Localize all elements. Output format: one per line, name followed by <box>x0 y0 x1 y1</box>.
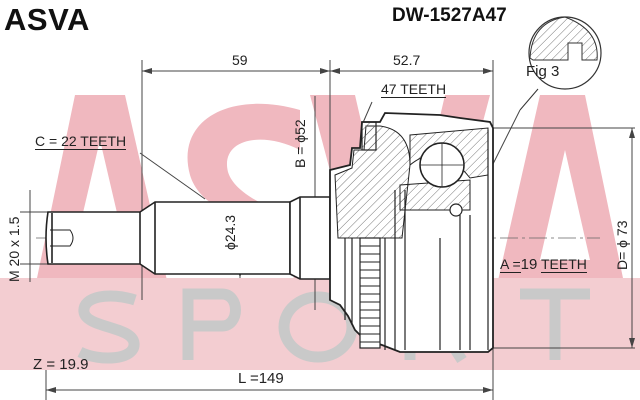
threaded-end <box>45 201 291 275</box>
fig3-detail <box>519 16 602 111</box>
part-number: DW-1527A47 <box>392 5 507 26</box>
dim-outer-diameter: D= ϕ 73 <box>614 220 630 270</box>
spline-a-value: 19 <box>520 256 538 273</box>
spline-a-suffix: TEETH <box>540 256 587 273</box>
dim-total-length: L =149 <box>238 370 284 387</box>
fig3-label: Fig 3 <box>526 63 560 80</box>
dim-boot-diameter: B = ϕ52 <box>292 119 308 168</box>
dim-spline-c: C = 22 TEETH <box>35 133 127 150</box>
dim-housing-length: 52.7 <box>393 52 421 68</box>
dim-z-length: Z = 19.9 <box>33 356 89 373</box>
outer-housing <box>329 112 494 353</box>
dim-spline-a: A =19 TEETH <box>500 256 587 273</box>
dim-shaft-length: 59 <box>232 52 248 68</box>
brand-logo: ASVA <box>4 2 90 37</box>
spline-a-prefix: A = <box>500 256 521 273</box>
dim-shaft-diameter: ϕ24.3 <box>222 214 238 250</box>
dim-thread: M 20 x 1.5 <box>6 216 22 282</box>
dim-abs-teeth: 47 TEETH <box>381 81 447 98</box>
shaft-neck <box>289 196 331 280</box>
